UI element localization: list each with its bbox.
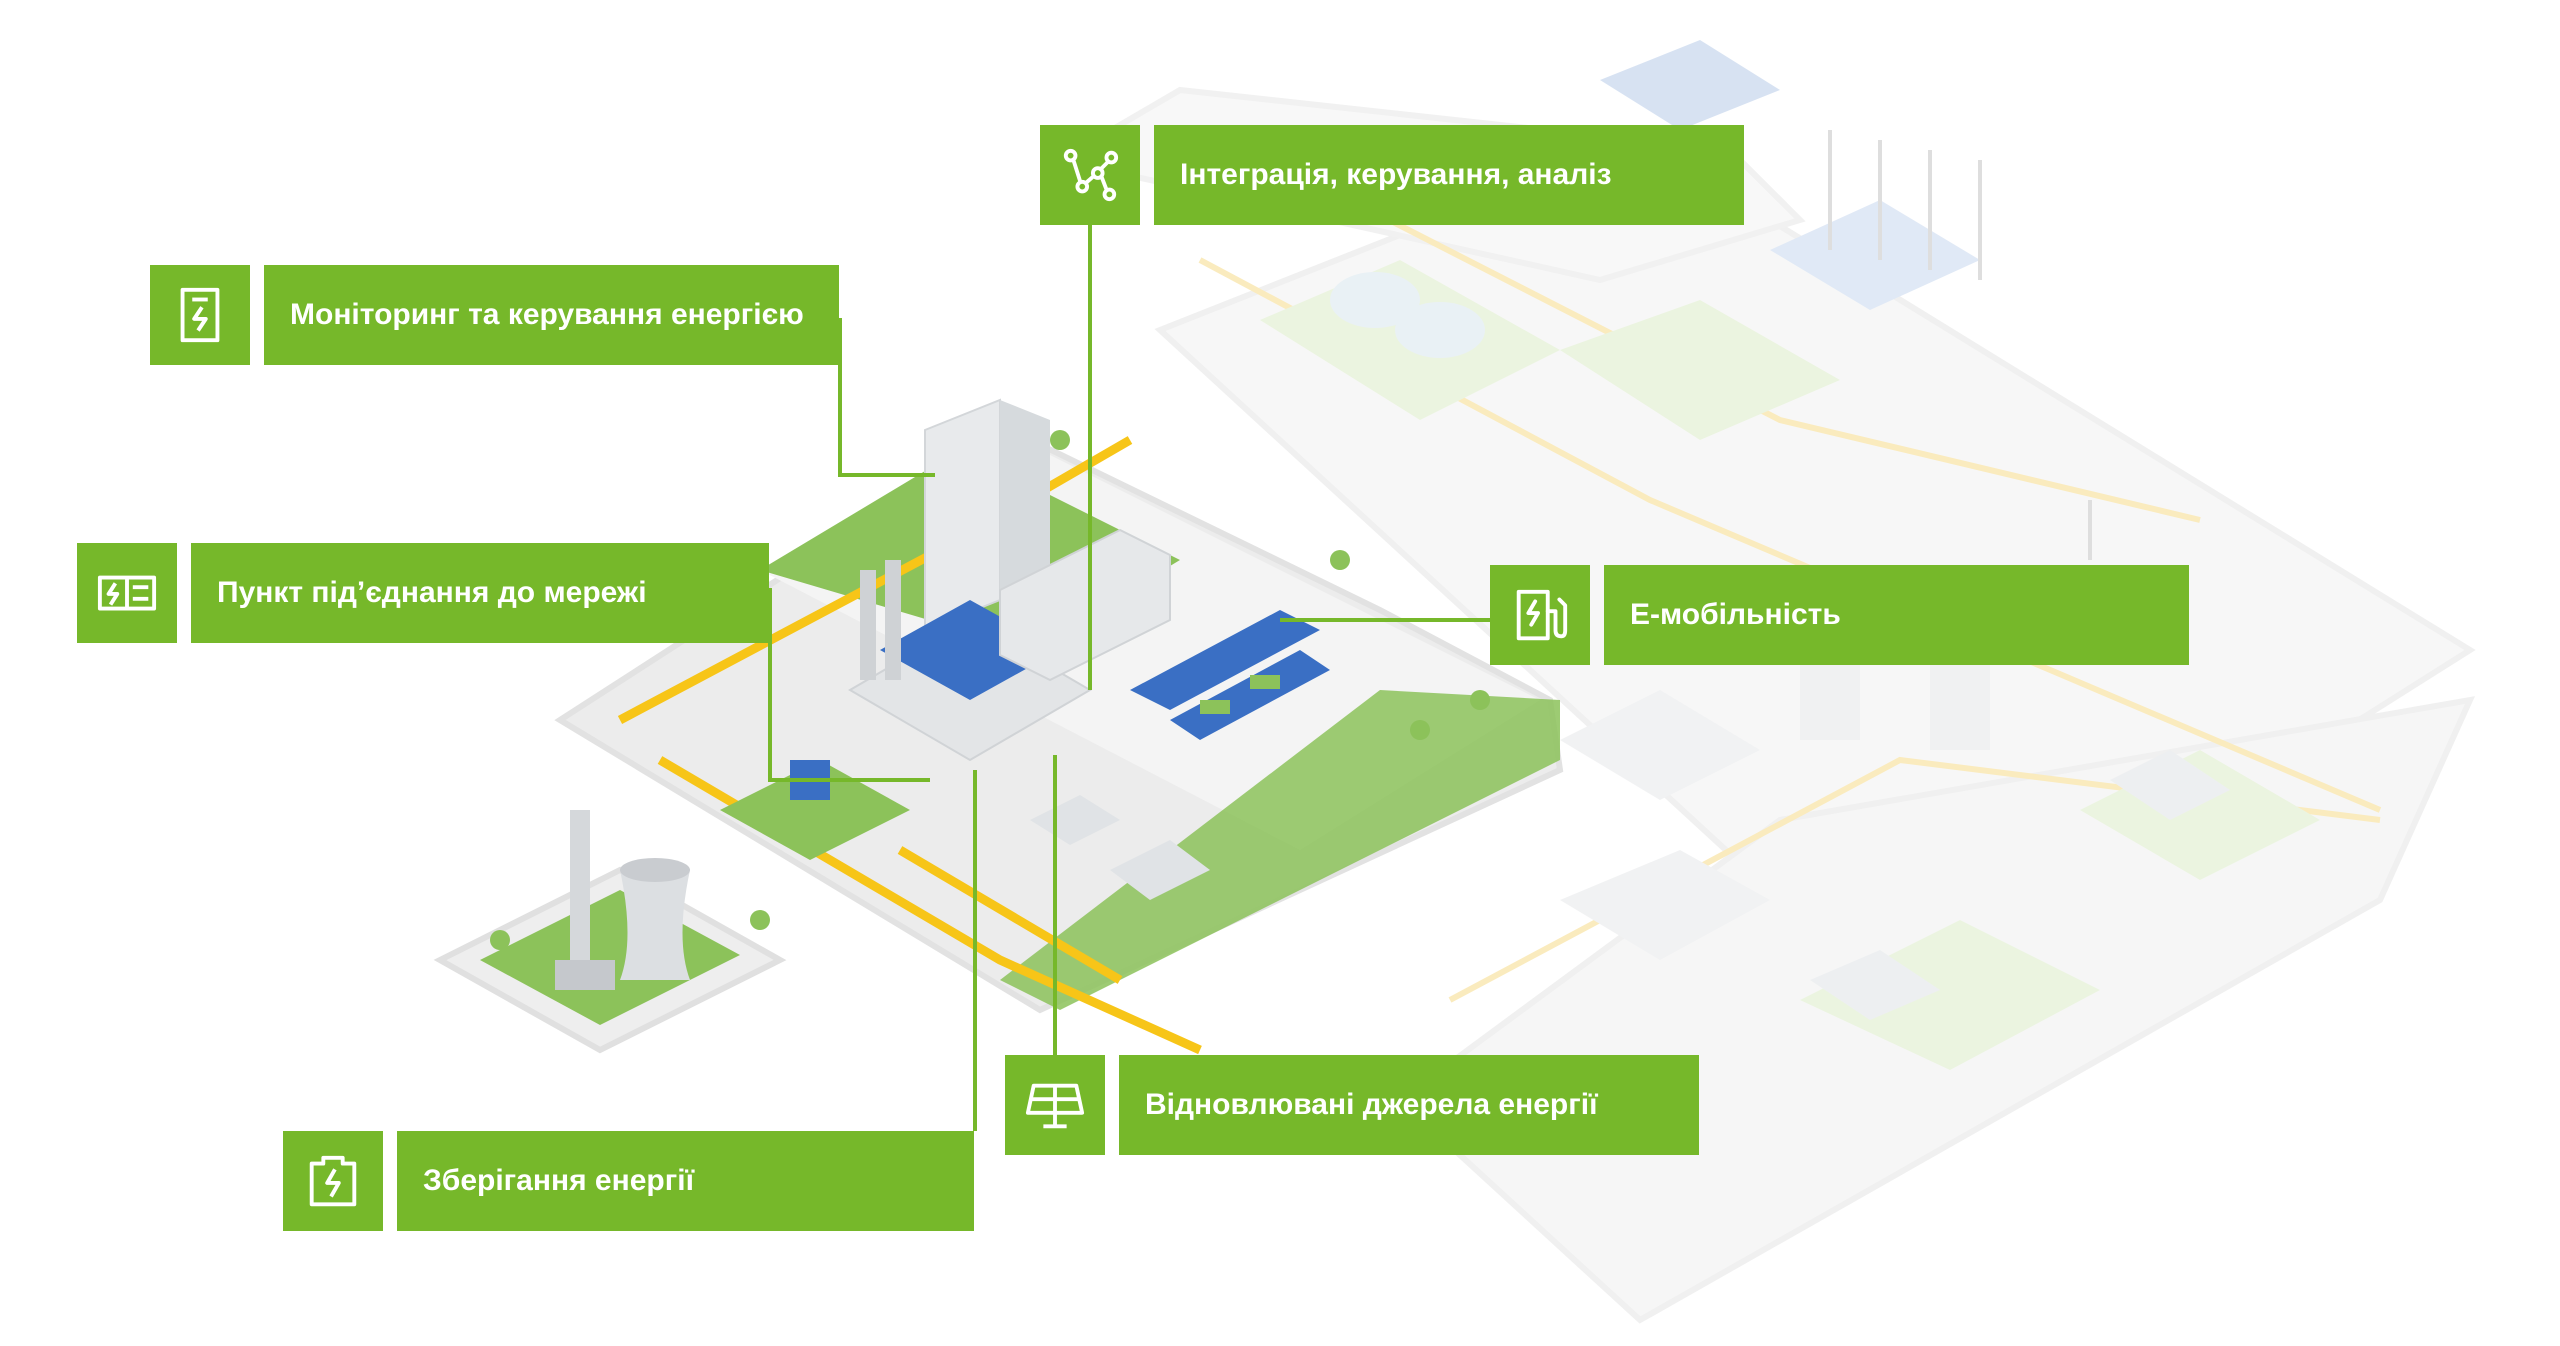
- callout-grid-label: Пункт під’єднання до мережі: [217, 576, 647, 609]
- callout-monitoring: Моніторинг та керування енергією: [150, 265, 839, 365]
- callout-integration-label: Інтеграція, керування, аналіз: [1180, 158, 1612, 191]
- battery-storage-icon: [283, 1131, 383, 1231]
- callout-monitoring-label: Моніторинг та керування енергією: [290, 298, 804, 331]
- ev-charger-icon: [1490, 565, 1590, 665]
- power-plant-platform: [433, 810, 787, 1054]
- callout-emobility: Е-мобільність: [1490, 565, 2189, 665]
- network-analytics-icon: [1040, 125, 1140, 225]
- grid-connection-icon: [77, 543, 177, 643]
- main-platform: [554, 398, 1564, 1055]
- callout-renewables-label: Відновлювані джерела енергії: [1145, 1088, 1598, 1121]
- callout-grid: Пункт під’єднання до мережі: [77, 543, 769, 643]
- callout-storage: Зберігання енергії: [283, 1131, 974, 1231]
- callout-integration: Інтеграція, керування, аналіз: [1040, 125, 1744, 225]
- callout-storage-label: Зберігання енергії: [423, 1164, 695, 1197]
- solar-panel-icon: [1005, 1055, 1105, 1155]
- callout-emobility-label: Е-мобільність: [1630, 598, 1841, 631]
- callout-renewables: Відновлювані джерела енергії: [1005, 1055, 1699, 1155]
- callout-connectors: [768, 225, 1490, 1131]
- energy-meter-icon: [150, 265, 250, 365]
